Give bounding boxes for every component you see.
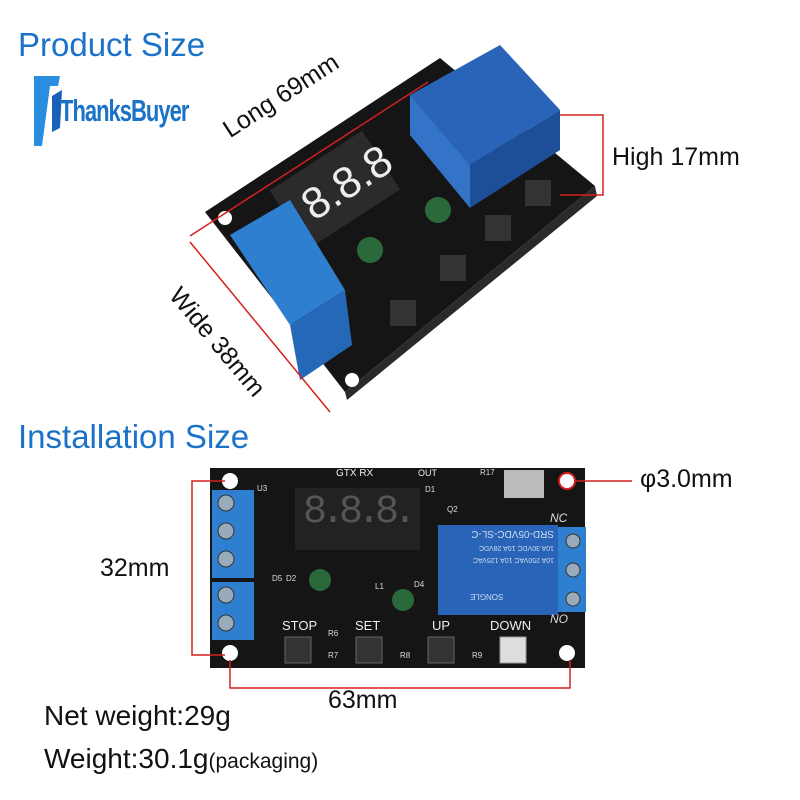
component-label: R17 xyxy=(480,468,495,477)
component-label: U3 xyxy=(257,484,268,493)
gross-weight-note: (packaging) xyxy=(208,750,319,773)
vertical-spacing-label: 32mm xyxy=(100,554,170,582)
up-button-label: UP xyxy=(432,618,451,633)
gross-weight-value: Weight:30.1g xyxy=(44,743,209,774)
component-label: D2 xyxy=(286,574,297,583)
seven-segment-display xyxy=(295,488,420,550)
mount-hole xyxy=(558,472,576,490)
brand-logo: ThanksBuyer xyxy=(30,72,189,150)
horizontal-spacing-label: 63mm xyxy=(328,686,398,714)
stop-button-label: STOP xyxy=(282,618,318,633)
logo-mark-icon xyxy=(34,76,62,146)
component-label: D4 xyxy=(414,580,425,589)
relay xyxy=(438,525,558,615)
component-label: R8 xyxy=(400,651,411,660)
mount-hole xyxy=(222,645,238,661)
relay-rating: 10A 250VAC 10A 125VAC xyxy=(472,556,554,563)
component-label: R7 xyxy=(328,651,339,660)
usb-port xyxy=(504,470,544,498)
logo-text: ThanksBuyer xyxy=(60,92,189,128)
component-label: R9 xyxy=(472,651,483,660)
height-label: High 17mm xyxy=(612,143,740,171)
out-label: OUT xyxy=(418,468,437,478)
down-button-label: DOWN xyxy=(490,618,532,633)
top-board: 8.8.8 xyxy=(205,45,597,400)
component-label: L1 xyxy=(375,582,384,591)
gross-weight: Weight:30.1g(packaging) xyxy=(44,743,318,775)
net-weight: Net weight:29g xyxy=(44,700,231,731)
display-digits: 8.8.8. xyxy=(303,490,417,535)
component-label: D5 xyxy=(272,574,283,583)
relay-brand: SONGLE xyxy=(470,592,504,601)
mount-hole xyxy=(222,473,238,489)
product-size-heading: Product Size xyxy=(18,26,206,63)
set-button-label: SET xyxy=(355,618,381,633)
component-label: D1 xyxy=(425,485,436,494)
component-label: Q2 xyxy=(447,505,458,514)
no-label: NO xyxy=(550,612,568,626)
relay-rating: 10A 30VDC 10A 28VDC xyxy=(478,544,554,551)
component-label: R6 xyxy=(328,629,339,638)
hole-diameter-label: φ3.0mm xyxy=(640,465,733,493)
mount-hole xyxy=(559,645,575,661)
nc-label: NC xyxy=(550,511,568,525)
installation-size-heading: Installation Size xyxy=(18,418,250,455)
header-label: GTX RX xyxy=(336,468,374,479)
dimension-lines-top xyxy=(189,81,604,413)
relay-model: SRD-05VDC-SL-C xyxy=(471,528,554,539)
dimension-lines-bottom xyxy=(191,480,632,689)
